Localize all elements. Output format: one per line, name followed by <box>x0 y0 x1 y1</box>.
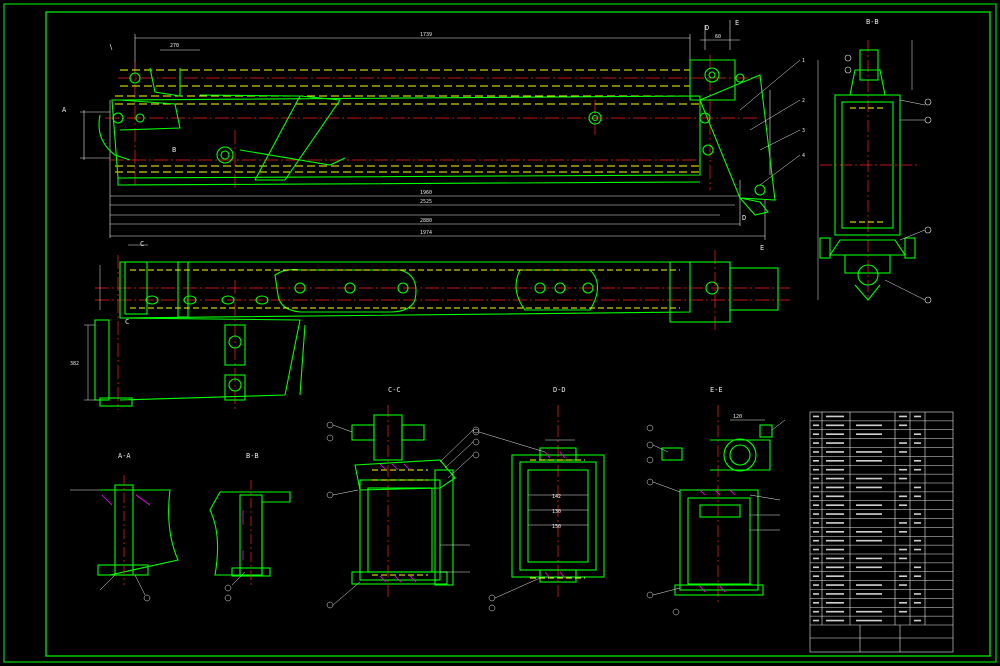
section-label-bb: B-B <box>866 18 879 26</box>
parts-list-marks <box>813 415 921 622</box>
section-label-aa: A-A <box>118 452 131 460</box>
main-view-text: 1739 270 1960 2525 2880 1974 60 A B C D … <box>62 19 746 248</box>
sheet-border <box>3 3 997 663</box>
svg-text:150: 150 <box>552 524 561 530</box>
svg-text:120: 120 <box>733 414 742 420</box>
view-letter-e: E <box>735 19 739 27</box>
balloon-2: 2 <box>802 98 805 104</box>
balloon-4: 4 <box>802 153 805 159</box>
view-letter-b: B <box>172 146 176 154</box>
view-letter-e2: E <box>760 244 764 252</box>
section-bb-small-view: B-B <box>209 452 291 602</box>
section-label-dd: D-D <box>553 386 566 394</box>
main-side-view: 1739 270 1960 2525 2880 1974 60 A B C D … <box>62 19 805 248</box>
section-aa-view: A-A <box>70 452 179 602</box>
svg-text:2880: 2880 <box>420 218 432 224</box>
view-letter-d: D <box>705 24 709 32</box>
view-letter-c: C <box>140 240 144 248</box>
balloon-1: 1 <box>802 58 805 64</box>
svg-text:1974: 1974 <box>420 230 432 236</box>
svg-text:270: 270 <box>170 43 179 49</box>
svg-text:130: 130 <box>552 509 561 515</box>
section-dd-view: D-D 142 <box>472 386 605 612</box>
plan-view: 382 C E <box>70 244 790 410</box>
svg-text:60: 60 <box>715 34 721 40</box>
balloon-3: 3 <box>802 128 805 134</box>
section-label-cc: C-C <box>388 386 401 394</box>
parts-list-table <box>809 411 954 653</box>
section-label-ee: E-E <box>710 386 723 394</box>
svg-text:382: 382 <box>70 361 79 367</box>
svg-text:142: 142 <box>552 494 561 500</box>
svg-text:1960: 1960 <box>420 190 432 196</box>
svg-text:2525: 2525 <box>420 199 432 205</box>
view-letter-a: A <box>62 106 67 114</box>
svg-text:1739: 1739 <box>420 32 432 38</box>
section-ee-view: E-E <box>646 386 786 616</box>
section-label-bb-small: B-B <box>246 452 259 460</box>
view-letter-c2: C <box>125 318 129 326</box>
view-letter-d2: D <box>742 214 746 222</box>
section-cc-view: C-C <box>326 386 480 609</box>
section-bb-view: B-B <box>817 18 932 304</box>
